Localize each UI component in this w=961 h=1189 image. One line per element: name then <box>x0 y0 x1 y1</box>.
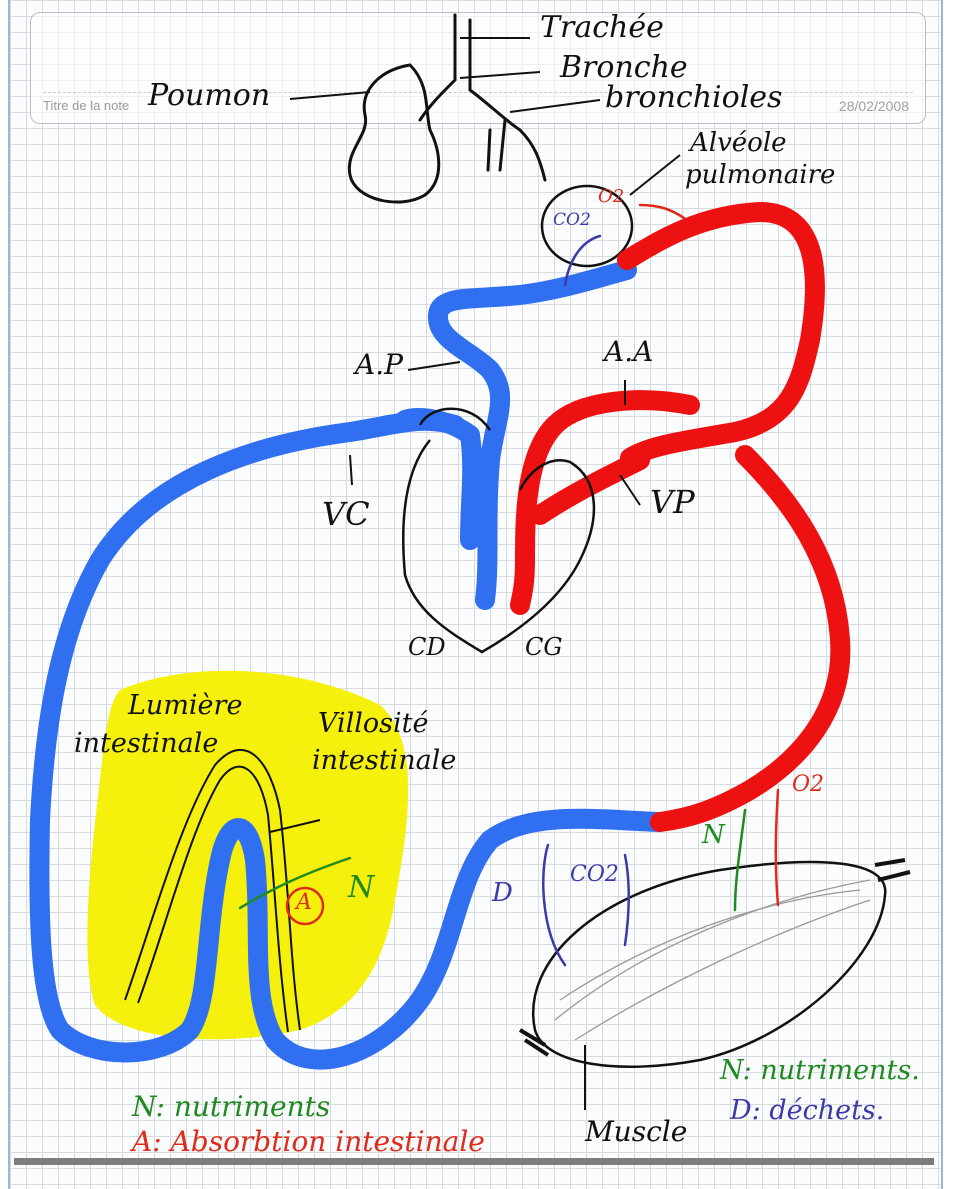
label-vc: VC <box>322 495 370 533</box>
lungs-drawing <box>349 15 545 202</box>
label-vp: VP <box>650 483 695 521</box>
label-ap: A.P <box>355 348 403 381</box>
label-n-intestine: N <box>348 870 374 905</box>
legend-absorption: A: Absorbtion intestinale <box>132 1125 485 1158</box>
label-co2-muscle: CO2 <box>570 862 619 887</box>
label-cg: CG <box>525 633 563 661</box>
label-co2-lung: CO2 <box>553 210 591 230</box>
label-o2-lung: O2 <box>598 186 624 207</box>
label-cd: CD <box>408 633 446 661</box>
label-o2-muscle: O2 <box>792 772 824 797</box>
label-n-muscle: N <box>702 820 725 850</box>
label-lumiere-1: Lumière <box>128 690 242 721</box>
legend-nutriments-right: N: nutriments. <box>720 1055 920 1086</box>
label-trachee: Trachée <box>540 10 664 45</box>
label-a-circle: A <box>296 890 312 915</box>
o2-lung-arrow <box>640 205 684 218</box>
label-villosite-1: Villosité <box>318 708 429 739</box>
label-villosite-2: intestinale <box>312 745 456 776</box>
o2-muscle-arrow <box>776 790 778 905</box>
label-lumiere-2: intestinale <box>74 728 218 759</box>
bottom-scroll-bar <box>14 1158 934 1165</box>
label-bronchioles: bronchioles <box>605 80 782 115</box>
label-muscle: Muscle <box>585 1115 687 1148</box>
legend-dechets: D: déchets. <box>730 1095 884 1126</box>
label-alveole-1: Alvéole <box>690 128 787 158</box>
label-poumon: Poumon <box>148 78 270 113</box>
label-d-muscle: D <box>492 878 513 908</box>
legend-nutriments-left: N: nutriments <box>132 1090 330 1123</box>
n-muscle-arrow <box>735 810 745 910</box>
label-alveole-2: pulmonaire <box>685 160 835 190</box>
label-aa: A.A <box>604 335 653 368</box>
muscle-drawing <box>520 860 910 1067</box>
